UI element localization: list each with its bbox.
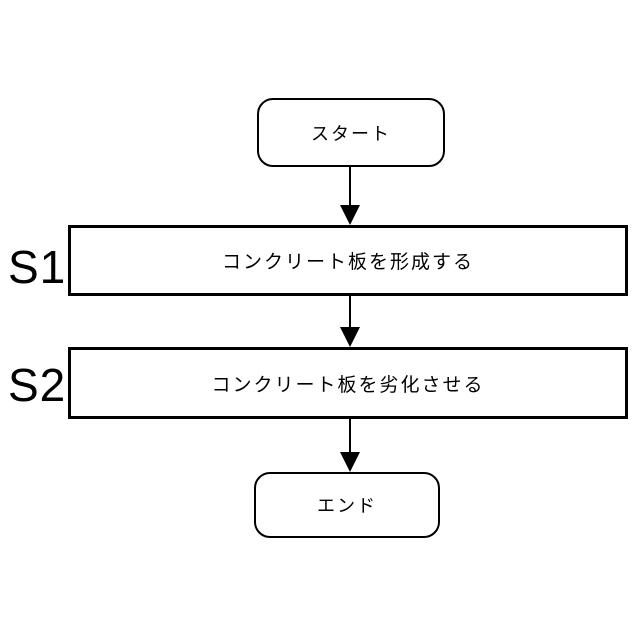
arrow-s2-to-end	[340, 419, 360, 472]
arrow-head-icon	[340, 205, 360, 225]
arrow-line	[348, 296, 352, 327]
end-node-label: エンド	[317, 496, 377, 516]
step-label-s1: S1	[8, 241, 67, 293]
arrow-line	[348, 167, 352, 205]
arrow-s1-to-s2	[340, 296, 360, 347]
process-s2-node: コンクリート板を劣化させる	[68, 347, 628, 419]
arrow-head-icon	[340, 327, 360, 347]
arrow-start-to-s1	[340, 167, 360, 225]
arrow-line	[348, 419, 352, 452]
process-s2-text: コンクリート板を劣化させる	[211, 374, 485, 396]
process-s1-node: コンクリート板を形成する	[68, 225, 628, 296]
arrow-head-icon	[340, 452, 360, 472]
process-s1-text: コンクリート板を形成する	[221, 252, 474, 273]
step-label-s2: S2	[8, 359, 67, 411]
start-node: スタート	[257, 98, 445, 167]
start-node-label: スタート	[311, 123, 391, 144]
end-node: エンド	[254, 472, 440, 538]
